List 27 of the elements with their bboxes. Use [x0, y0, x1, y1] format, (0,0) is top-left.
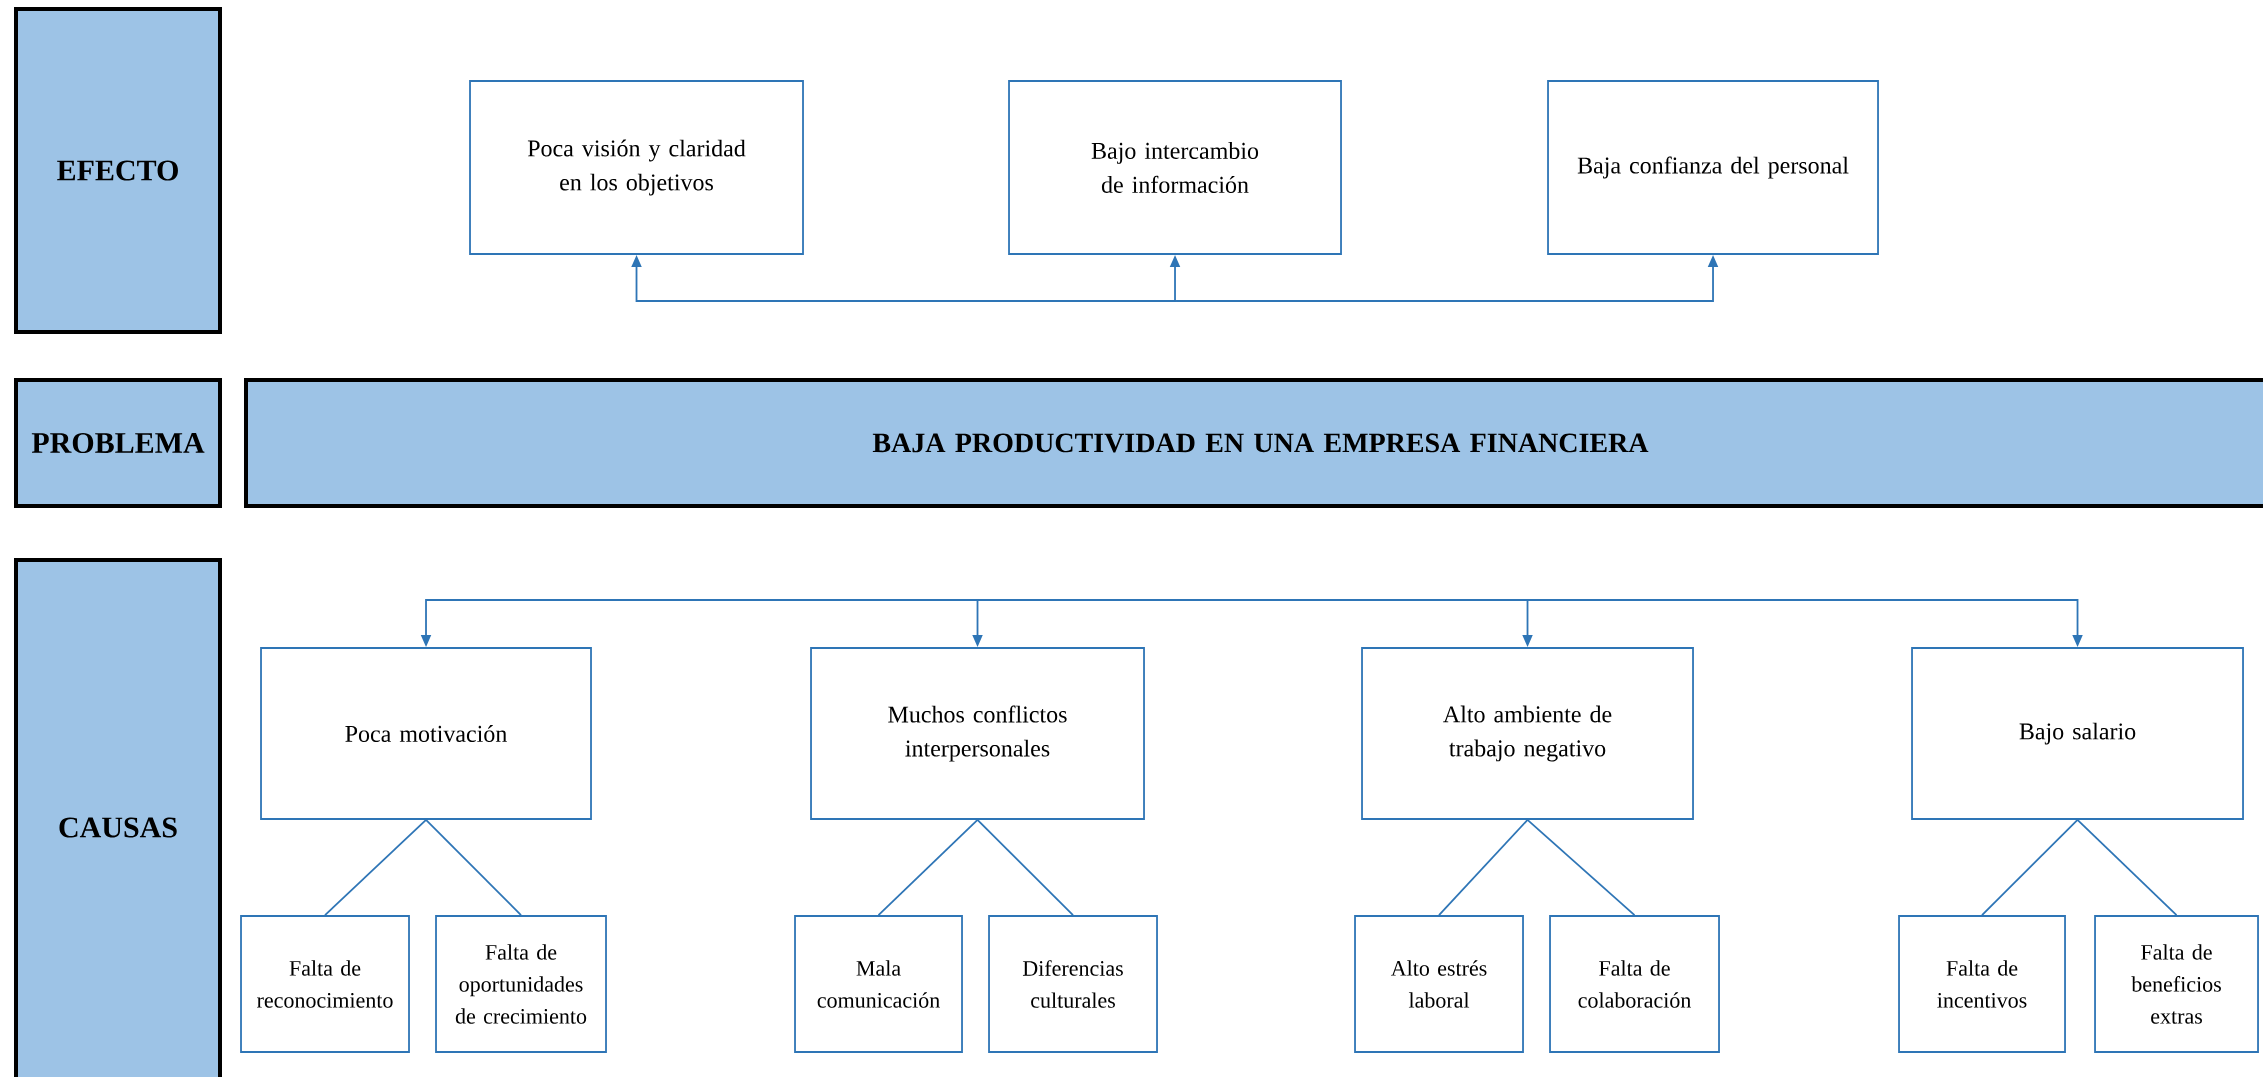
effect-box: Poca visión y claridad en los objetivos [469, 80, 804, 255]
section-label-box: CAUSAS [14, 558, 222, 1077]
section-label-box: EFECTO [14, 7, 222, 334]
sub-cause-box: Diferencias culturales [988, 915, 1158, 1053]
connector-line [1981, 819, 2079, 916]
sub-cause-box: Mala comunicación [794, 915, 963, 1053]
effect-box: Bajo intercambio de información [1008, 80, 1342, 255]
connector-line [976, 819, 1074, 916]
cause-box: Poca motivación [260, 647, 592, 820]
cause-box: Alto ambiente de trabajo negativo [1361, 647, 1694, 820]
effect-box: Baja confianza del personal [1547, 80, 1879, 255]
cause-box: Muchos conflictos interpersonales [810, 647, 1145, 820]
sub-cause-box: Falta de colaboración [1549, 915, 1720, 1053]
problem-banner: BAJA PRODUCTIVIDAD EN UNA EMPRESA FINANCIERA [244, 378, 2263, 508]
connector-line [324, 819, 427, 916]
connector-line [2076, 819, 2178, 916]
connector-line [1438, 819, 1529, 916]
sub-cause-box: Falta de incentivos [1898, 915, 2066, 1053]
cause-box: Bajo salario [1911, 647, 2244, 820]
sub-cause-box: Falta de oportunidades de crecimiento [435, 915, 607, 1053]
sub-cause-box: Falta de reconocimiento [240, 915, 410, 1053]
connector-line [1526, 819, 1636, 916]
connector-line [877, 819, 979, 916]
connector-line [425, 819, 522, 916]
section-label-box: PROBLEMA [14, 378, 222, 508]
sub-cause-box: Alto estrés laboral [1354, 915, 1524, 1053]
sub-cause-box: Falta de beneficios extras [2094, 915, 2259, 1053]
